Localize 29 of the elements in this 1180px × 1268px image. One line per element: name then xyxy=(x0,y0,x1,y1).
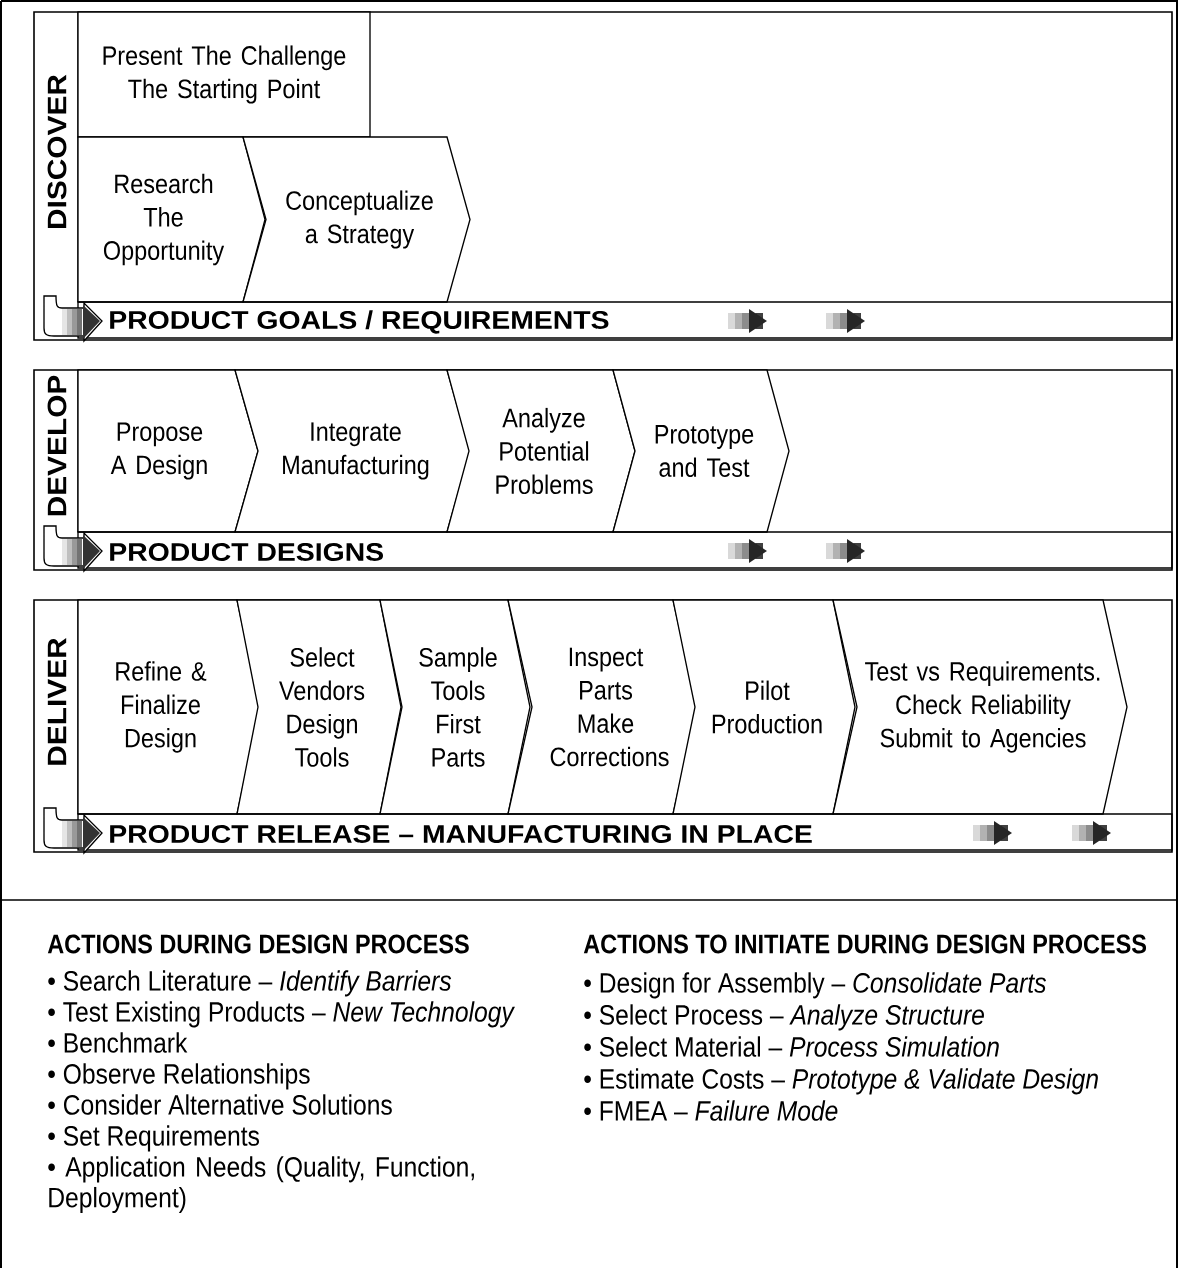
step-box: Select Vendors Design Tools xyxy=(236,599,402,815)
section-heading: ACTIONS TO INITIATE DURING DESIGN PROCESS xyxy=(583,934,1146,954)
step-box: Conceptualize a Strategy xyxy=(242,136,471,303)
bullet-item: • Select Material – Process Simulation xyxy=(584,1036,999,1057)
section-heading: ACTIONS DURING DESIGN PROCESS xyxy=(47,934,469,954)
bullet-item: • FMEA – Failure Mode xyxy=(584,1100,838,1121)
step-box: Test vs Requirements. Check Reliability Submit to Agencies xyxy=(832,599,1128,815)
bullet-item: • Benchmark xyxy=(48,1032,188,1053)
bullet-item: • Test Existing Products – New Technology xyxy=(48,1001,515,1028)
step-box: Propose A Design xyxy=(77,369,259,533)
step-box: Research The Opportunity xyxy=(77,136,266,303)
bullet-item: • Estimate Costs – Prototype & Validate Design xyxy=(584,1068,1098,1095)
process-box: Present The Challenge The Starting Point xyxy=(77,11,371,138)
output-band: PRODUCT RELEASE – MANUFACTURING IN PLACE xyxy=(77,813,1173,851)
step-box: Pilot Production xyxy=(672,599,856,815)
step-box: Sample Tools First Parts xyxy=(379,599,531,815)
bullet-item: • Application Needs (Quality, Function, Deployment) xyxy=(48,1156,474,1214)
step-box: Inspect Parts Make Corrections xyxy=(507,599,698,815)
output-band: PRODUCT GOALS / REQUIREMENTS xyxy=(77,301,1173,339)
bullet-item: • Search Literature – Identify Barriers xyxy=(48,970,452,997)
step-box: Refine & Finalize Design xyxy=(77,599,261,815)
bullet-item: • Consider Alternative Solutions xyxy=(48,1094,392,1115)
bullet-item: • Observe Relationships xyxy=(48,1063,310,1090)
step-box: Prototype and Test xyxy=(612,369,790,533)
bullet-item: • Set Requirements xyxy=(48,1125,259,1152)
bullet-item: • Design for Assembly – Consolidate Parts xyxy=(584,972,1046,999)
output-band: PRODUCT DESIGNS xyxy=(77,531,1173,569)
bullet-item: • Select Process – Analyze Structure xyxy=(584,1004,984,1031)
step-box: Analyze Potential Problems xyxy=(446,369,636,533)
